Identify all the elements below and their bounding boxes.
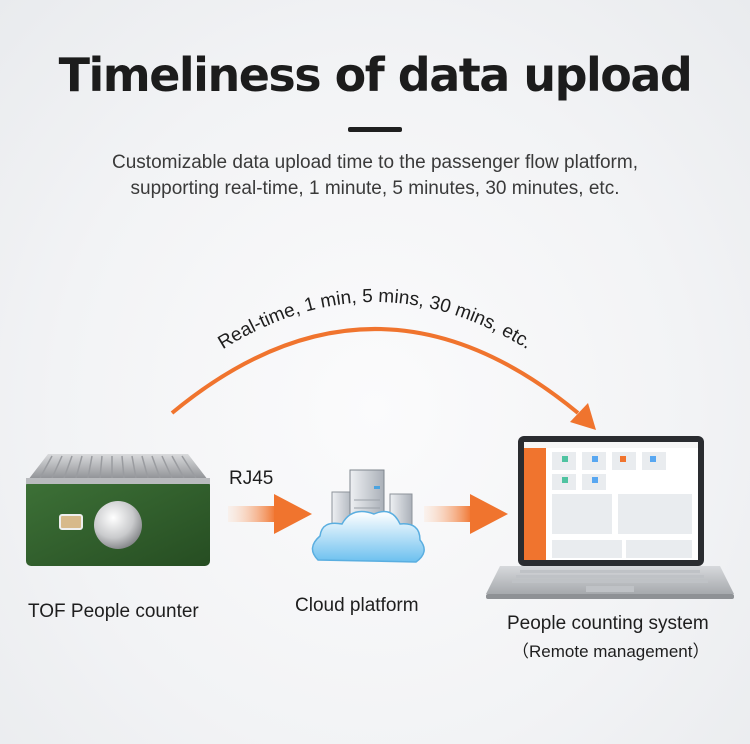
subtitle: Customizable data upload time to the pas… [112,152,638,199]
upload-arc-arrow [170,327,596,430]
laptop-image [486,436,734,599]
system-sublabel: （Remote management） [512,642,710,661]
cloud-label: Cloud platform [295,595,419,616]
cloud-server-image [311,469,425,563]
system-label: People counting system [507,613,709,634]
device-label: TOF People counter [28,601,199,622]
arc-label: Real-time, 1 min, 5 mins, 30 mins, etc. [214,286,535,354]
tof-device-image [26,454,210,566]
rj45-label: RJ45 [229,468,274,489]
device-to-cloud-arrow [228,494,312,534]
title-underline [348,127,402,132]
cloud-to-system-arrow [424,494,508,534]
page-title: Timeliness of data upload [58,48,693,102]
